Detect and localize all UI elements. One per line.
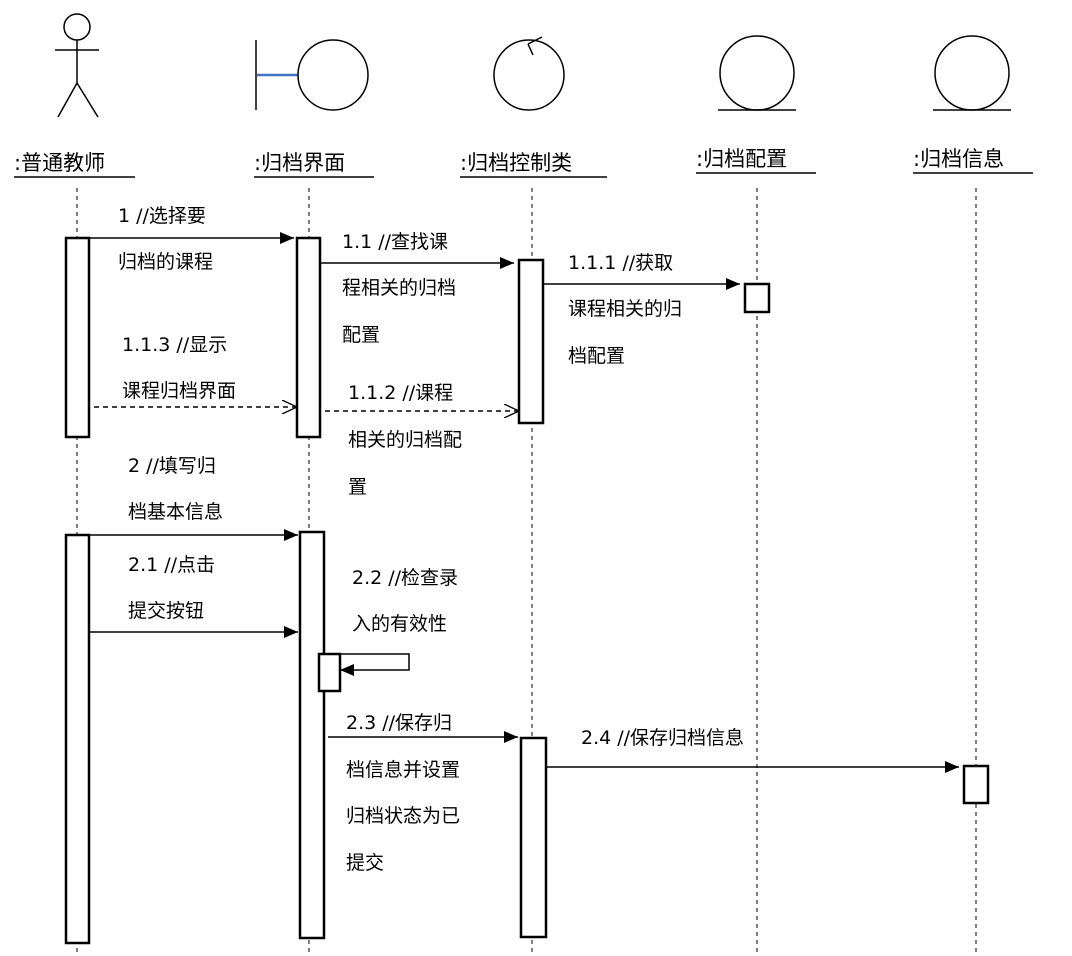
message-label-2-2: 2.2 //检查录 入的有效性 [352, 567, 464, 635]
entity-icon [718, 35, 796, 111]
message-label-1-1-3: 1.1.3 //显示 课程归档界面 [122, 334, 236, 402]
participant-label-archive-control: :归档控制类 [460, 151, 572, 175]
participant-label-archive-info: :归档信息 [913, 147, 1004, 171]
activation-bar [517, 258, 545, 425]
activation-bar [298, 530, 326, 940]
entity-icon [933, 35, 1011, 111]
activation-bar [962, 764, 990, 805]
message-label-1-1: 1.1 //查找课 程相关的归档 配置 [342, 231, 462, 346]
boundary-icon [255, 39, 369, 111]
participant-label-teacher: :普通教师 [14, 151, 105, 175]
activation-bar [743, 282, 771, 314]
activation-bar [64, 236, 91, 439]
control-icon [493, 36, 565, 111]
message-label-1-1-2: 1.1.2 //课程 相关的归档配 置 [348, 382, 468, 498]
message-label-2: 2 //填写归 档基本信息 [128, 455, 223, 523]
message-label-2-1: 2.1 //点击 提交按钮 [128, 554, 221, 622]
actor-icon [55, 13, 99, 118]
message-label-1: 1 //选择要 归档的课程 [118, 205, 213, 273]
activation-bar [519, 736, 548, 939]
activation-bar [64, 533, 91, 945]
activation-bar [317, 652, 342, 693]
message-label-1-1-1: 1.1.1 //获取 课程相关的归 档配置 [568, 252, 688, 367]
participant-label-archive-ui: :归档界面 [254, 151, 345, 175]
activation-bar [295, 236, 322, 439]
message-label-2-3: 2.3 //保存归 档信息并设置 归档状态为已 提交 [346, 712, 466, 874]
participant-label-archive-config: :归档配置 [696, 147, 787, 171]
message-arrow-2-2 [324, 653, 410, 676]
message-label-2-4: 2.4 //保存归档信息 [581, 727, 744, 749]
